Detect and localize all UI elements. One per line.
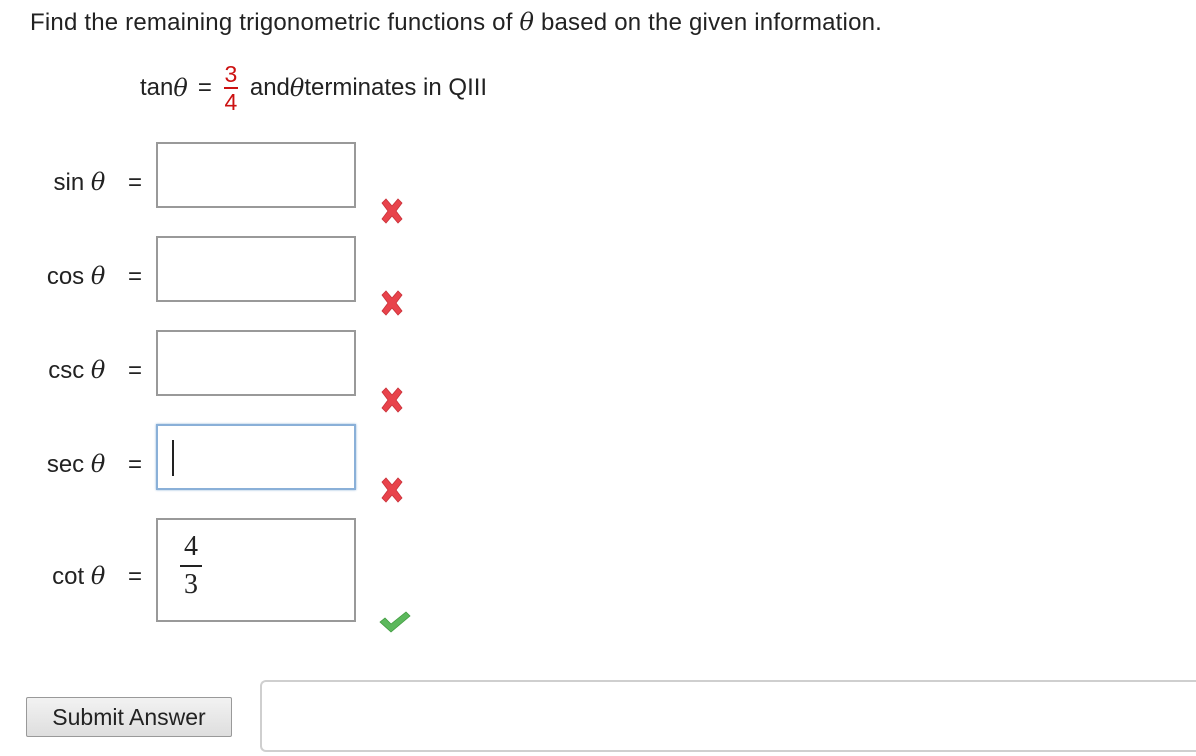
fraction-bar (223, 87, 238, 89)
theta-symbol: θ (90, 168, 106, 196)
theta-symbol: θ (90, 562, 106, 590)
theta-symbol: θ (519, 8, 535, 36)
x-mark-icon (381, 290, 403, 316)
theta-symbol: θ (289, 74, 305, 102)
given-tail-before: and (249, 74, 290, 101)
theta-symbol: θ (173, 74, 188, 102)
cot-answer-fraction: 4 3 (180, 532, 202, 600)
sin-answer-input[interactable] (156, 142, 356, 208)
func-name: sin (53, 169, 85, 196)
func-label: sin θ = (54, 168, 143, 197)
func-label: cos θ = (47, 262, 142, 291)
equals-sign: = (127, 451, 142, 478)
equals-sign: = (127, 563, 142, 590)
func-label: csc θ = (48, 356, 142, 385)
cot-denominator: 3 (184, 569, 198, 600)
submit-answer-button[interactable]: Submit Answer (26, 697, 232, 737)
prompt-text-before: Find the remaining trigonometric functio… (30, 9, 520, 36)
theta-symbol: θ (90, 262, 106, 290)
theta-symbol: θ (90, 356, 106, 384)
given-condition: tan θ = 3 4 and θ terminates in QIII (140, 58, 487, 118)
equals-sign: = (127, 263, 142, 290)
x-mark-icon (381, 477, 403, 503)
func-label: cot θ = (52, 562, 142, 591)
check-mark-icon (379, 611, 411, 633)
given-numerator: 3 (224, 61, 238, 87)
x-mark-icon (381, 198, 403, 224)
cos-answer-input[interactable] (156, 236, 356, 302)
func-name: csc (48, 357, 85, 384)
equals-sign: = (197, 74, 212, 101)
given-fraction: 3 4 (223, 61, 238, 115)
given-denominator: 4 (224, 89, 238, 115)
given-func: tan (140, 74, 174, 101)
func-name: cot (52, 563, 85, 590)
x-mark-icon (381, 387, 403, 413)
cot-answer-input[interactable]: 4 3 (156, 518, 356, 622)
feedback-panel (260, 680, 1196, 752)
cot-numerator: 4 (184, 531, 198, 562)
question-prompt: Find the remaining trigonometric functio… (30, 8, 882, 37)
text-cursor (172, 440, 174, 476)
fraction-bar (180, 565, 202, 567)
equals-sign: = (127, 357, 142, 384)
func-label: sec θ = (47, 450, 142, 479)
func-name: cos (46, 263, 85, 290)
func-name: sec (46, 451, 85, 478)
equals-sign: = (127, 169, 142, 196)
csc-answer-input[interactable] (156, 330, 356, 396)
theta-symbol: θ (90, 450, 106, 478)
sec-answer-input[interactable] (156, 424, 356, 490)
given-tail-after: terminates in QIII (304, 74, 488, 101)
prompt-text-after: based on the given information. (534, 9, 883, 36)
